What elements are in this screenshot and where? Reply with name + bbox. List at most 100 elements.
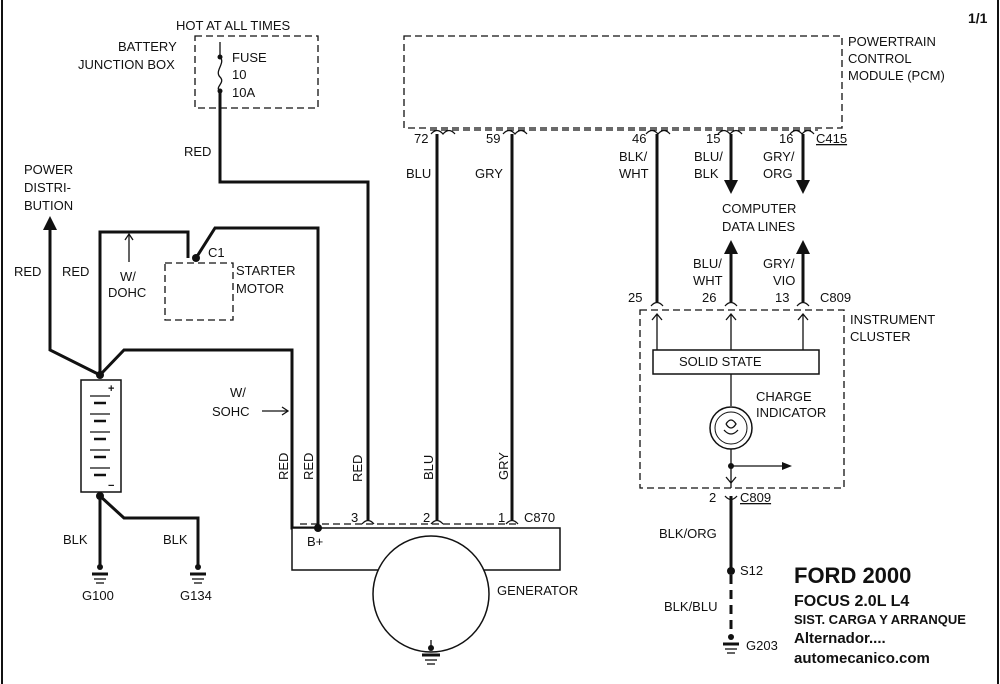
generator-bplus-terminal [314,524,322,532]
blk-wire-g134-label: BLK [163,532,188,547]
red-wire-battery-to-starter [98,230,190,375]
red-wire-pd-label: RED [14,264,41,279]
pcm-label-3: MODULE (PCM) [848,68,945,83]
red-wire-power-distribution [48,228,101,377]
battery-junction-box-label-1: BATTERY [118,39,177,54]
starter-c1-label: C1 [208,245,225,260]
blu-wire-label-top: BLU [406,166,431,181]
generator-body [372,535,490,653]
generator-connector-c870 [361,519,519,525]
fuse-rating: 10A [232,85,255,100]
blu-blk-label-1: BLU/ [694,149,723,164]
battery [80,379,122,493]
page-number: 1/1 [968,10,988,26]
pcm-module-box [403,35,843,129]
pcm-pin-15: 15 [706,131,720,146]
sohc-label-1: W/ [230,385,246,400]
ground-g203-label: G203 [746,638,778,653]
pcm-pin-59: 59 [486,131,500,146]
ground-g203-icon [723,634,739,654]
generator-pin-2: 2 [423,510,430,525]
cluster-pin-26: 26 [702,290,716,305]
cluster-connector-c809-label: C809 [820,290,851,305]
pcm-pin-16: 16 [779,131,793,146]
ground-generator-icon [422,640,440,665]
gry-vio-label-1: GRY/ [763,256,795,271]
arrow-down-icon [724,180,738,194]
blu-wht-label-2: WHT [693,273,723,288]
red-wire-fuse-label: RED [184,144,211,159]
battery-plus-sign: + [108,383,114,395]
solid-state-box [652,349,820,375]
generator-pin-3: 3 [351,510,358,525]
fuse-name: FUSE [232,50,267,65]
title-model: FOCUS 2.0L L4 [794,593,909,610]
generator-pin-1: 1 [498,510,505,525]
battery-minus-sign: − [108,480,114,492]
generator-connector-c870-label: C870 [524,510,555,525]
red-wire-sohc-to-generator [98,348,318,530]
red-wire-sohc-label-1: RED [276,453,291,480]
blk-wire-g100-label: BLK [63,532,88,547]
title-part: Alternador.... [794,630,886,647]
starter-motor-label-1: STARTER [236,263,295,278]
arrow-down-icon [796,180,810,194]
ground-g134-label: G134 [180,588,212,603]
pcm-pin-46: 46 [632,131,646,146]
starter-motor-box [164,262,234,321]
blk-blu-label: BLK/BLU [664,599,717,614]
generator-bplus-label: B+ [307,534,323,549]
ground-g100-icon [92,564,108,584]
pcm-label-1: POWERTRAIN [848,34,936,49]
battery-cells [90,395,110,477]
gry-wire-label-bottom: GRY [496,452,511,480]
ground-g100-label: G100 [82,588,114,603]
arrow-up-icon [796,240,810,254]
sohc-label-2: SOHC [212,404,250,419]
gry-org-label-1: GRY/ [763,149,795,164]
red-wire-sohc-label-2: RED [301,453,316,480]
red-wire-gen-pin3-label: RED [350,455,365,482]
arrow-right-icon [281,406,290,416]
power-distribution-label-1: POWER [24,162,73,177]
fuse-number: 10 [232,67,246,82]
arrow-up-icon [43,216,57,230]
computer-data-lines-label-1: COMPUTER [722,201,796,216]
starter-c1-terminal [192,254,200,262]
pcm-connector-c415-label: C415 [816,131,847,146]
arrow-up-icon [724,240,738,254]
arrow-down-icon [725,476,737,485]
cluster-lower-pin-2: 2 [709,490,716,505]
ground-g134-icon [190,564,206,584]
gry-wire-label-top: GRY [475,166,503,181]
dohc-label-2: DOHC [108,285,146,300]
blu-wire-label-bottom: BLU [421,455,436,480]
battery-junction-box-label-2: JUNCTION BOX [78,57,175,72]
title-site: automecanico.com [794,650,930,667]
splice-s12 [727,567,735,575]
battery-positive-terminal [96,371,104,379]
cluster-pin-25: 25 [628,290,642,305]
arrow-right-icon [782,462,792,470]
cluster-pin-13: 13 [775,290,789,305]
charge-indicator-lamp-icon [709,406,753,450]
dohc-label-1: W/ [120,269,136,284]
pcm-pin-72: 72 [414,131,428,146]
title-brand: FORD 2000 [794,563,911,588]
fuse-10-symbol [217,42,223,94]
pcm-label-2: CONTROL [848,51,912,66]
cluster-internal-leads [651,312,809,350]
blk-wht-label-1: BLK/ [619,149,648,164]
gry-org-label-2: ORG [763,166,793,181]
arrow-up-icon [124,232,134,241]
blk-wire-to-g134 [98,494,200,565]
red-wire-starter-to-generator [194,226,320,528]
blu-wht-label-1: BLU/ [693,256,722,271]
charge-indicator-label-2: INDICATOR [756,405,826,420]
blk-org-label: BLK/ORG [659,526,717,541]
instrument-cluster-label-1: INSTRUMENT [850,312,935,327]
solid-state-label: SOLID STATE [679,354,762,369]
cluster-lower-connector-label: C809 [740,490,771,505]
hot-at-all-times-label: HOT AT ALL TIMES [176,18,290,33]
